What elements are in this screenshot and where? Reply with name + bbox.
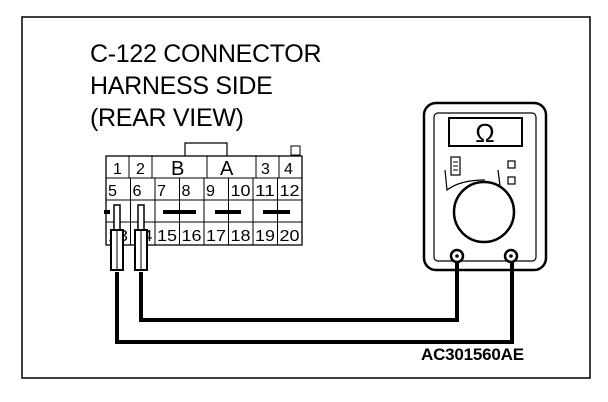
probe-connection-icon bbox=[450, 156, 461, 176]
dial-scale-arc bbox=[444, 169, 486, 192]
pin-label-B: B bbox=[171, 158, 184, 180]
title-line-connector: C-122 CONNECTOR bbox=[90, 40, 322, 68]
pin-label-5: 5 bbox=[108, 183, 117, 200]
tester-bezel bbox=[433, 112, 537, 262]
figure-frame bbox=[21, 16, 591, 379]
probe-1 bbox=[110, 204, 124, 271]
pin-label-9: 9 bbox=[206, 183, 215, 200]
lock-bar-2 bbox=[215, 210, 241, 214]
pin-label-6: 6 bbox=[133, 183, 142, 200]
figure-reference-code: AC301560AE bbox=[421, 345, 524, 364]
pin-label-7: 7 bbox=[157, 183, 166, 200]
pin-label-18: 18 bbox=[231, 228, 251, 245]
ohm-symbol: Ω bbox=[475, 118, 494, 148]
pin-label-16: 16 bbox=[182, 228, 202, 245]
lock-bar-3 bbox=[263, 210, 290, 214]
pin-label-3: 3 bbox=[261, 161, 270, 178]
pin-label-17: 17 bbox=[206, 228, 226, 245]
pin-label-19: 19 bbox=[255, 228, 275, 245]
title-line-view: (REAR VIEW) bbox=[90, 104, 244, 132]
range-indicator-2 bbox=[507, 176, 516, 185]
pin-label-12: 12 bbox=[280, 183, 300, 200]
lock-bar-edge bbox=[104, 210, 110, 214]
connector-latch bbox=[184, 142, 228, 156]
title-line-side: HARNESS SIDE bbox=[90, 72, 273, 100]
pin-label-8: 8 bbox=[182, 183, 191, 200]
pin-label-2: 2 bbox=[136, 161, 145, 178]
pin-label-A: A bbox=[220, 158, 234, 180]
pin-label-11: 11 bbox=[255, 183, 275, 200]
pin-label-1: 1 bbox=[113, 161, 122, 178]
selector-dial bbox=[452, 180, 516, 244]
tester-display bbox=[448, 117, 523, 147]
pin-label-15: 15 bbox=[157, 228, 177, 245]
range-indicator-1 bbox=[507, 160, 516, 169]
test-lead-1 bbox=[115, 262, 514, 344]
lock-bar-1 bbox=[163, 210, 196, 214]
pin-label-10: 10 bbox=[231, 183, 251, 200]
probe-2 bbox=[134, 204, 148, 271]
connector-tab bbox=[290, 145, 301, 156]
pin-label-20: 20 bbox=[280, 228, 300, 245]
pin-label-4: 4 bbox=[284, 161, 293, 178]
circuit-tester: Ω bbox=[422, 101, 548, 272]
test-lead-2 bbox=[139, 262, 459, 322]
